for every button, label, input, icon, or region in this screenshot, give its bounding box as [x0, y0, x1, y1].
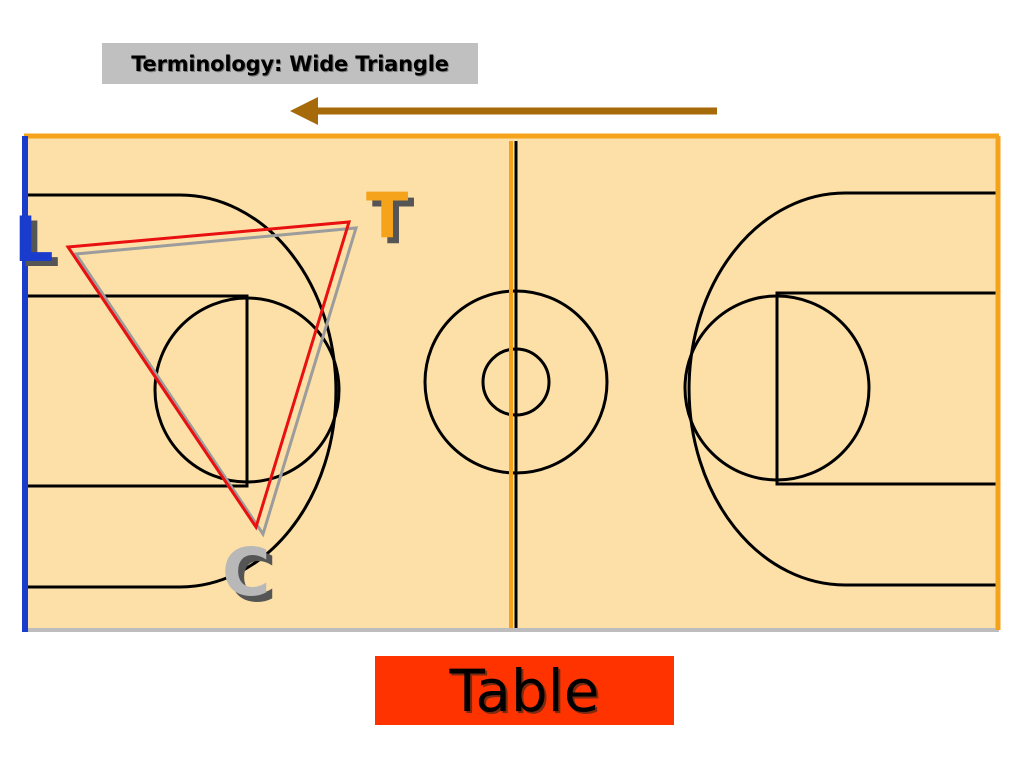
table-label: Table [375, 656, 674, 725]
triangle-shadow [73, 226, 359, 538]
left-free-throw-circle [153, 296, 341, 484]
arrow-left-icon [290, 97, 717, 125]
right-three-point-line [687, 191, 998, 587]
left-lane [24, 294, 249, 488]
left-three-point-line [24, 193, 338, 589]
player-c: C [222, 534, 270, 611]
player-c-shadow: C [228, 540, 276, 617]
player-t-shadow: T [372, 185, 414, 258]
player-t: T [366, 179, 408, 252]
player-l-shadow: L [20, 208, 60, 281]
wide-triangle [65, 220, 352, 531]
right-free-throw-circle [683, 294, 871, 482]
right-lane [775, 291, 998, 486]
slide-title: Terminology: Wide Triangle [102, 43, 478, 84]
court-lines [24, 191, 998, 589]
player-l: L [14, 203, 54, 276]
